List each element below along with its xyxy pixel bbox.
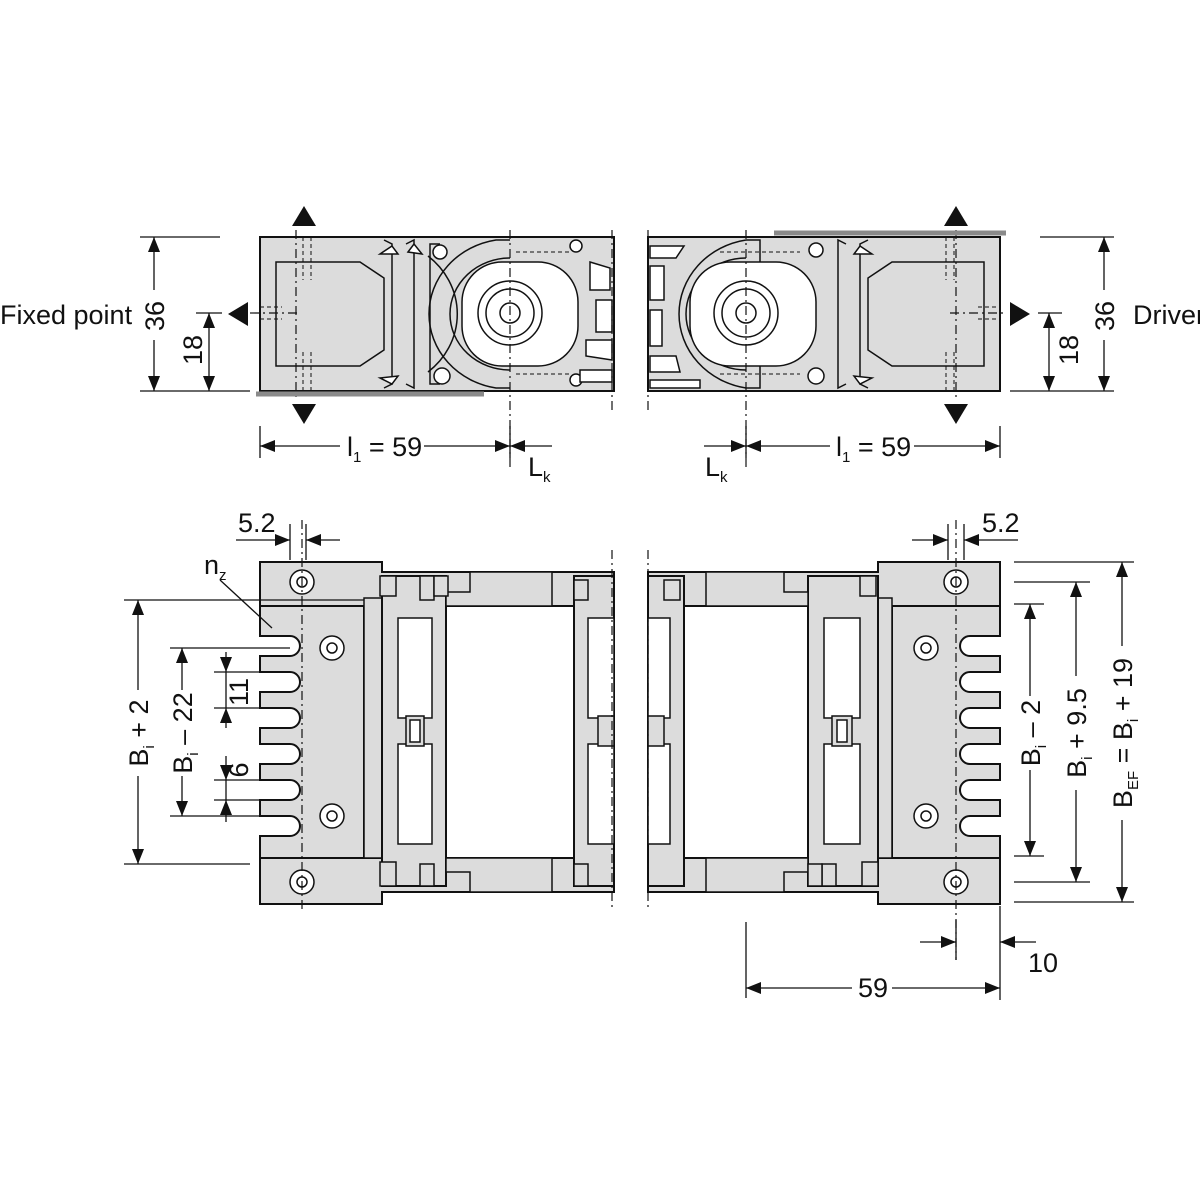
dim-5-2-left-label: 5.2 — [238, 508, 276, 538]
screw-hole-icon — [319, 803, 345, 829]
driver-bracket — [647, 230, 1006, 470]
left-height-dimensions — [140, 236, 250, 392]
pitch-dimension-right — [704, 426, 1001, 458]
dim-6 — [214, 756, 262, 822]
pitch-label-right: l1 = 59 — [836, 432, 911, 466]
driver-label: Driver — [1133, 300, 1200, 330]
height-18-left: 18 — [178, 335, 208, 365]
height-36-left: 36 — [140, 301, 170, 331]
fixed-point-bracket — [250, 230, 615, 470]
bi-plus-2-label: Bi + 2 — [124, 699, 158, 766]
dim-10 — [920, 906, 1036, 1000]
nz-label: nz — [204, 550, 227, 584]
left-comb-bracket — [259, 520, 615, 910]
dim-10-label: 10 — [1028, 948, 1058, 978]
screw-hole-icon — [319, 635, 345, 661]
dim-bi-minus-2 — [1014, 603, 1044, 857]
arrow-down-icon — [292, 404, 316, 424]
fixed-point-arrows — [228, 206, 316, 424]
right-comb-bracket — [647, 520, 1001, 960]
nz-leader — [219, 579, 273, 629]
lk-label-right: Lk — [705, 452, 728, 486]
top-view: 36 18 Fixed point 36 18 Driver — [0, 206, 1200, 486]
dim-5-2-right — [912, 524, 1018, 560]
dim-6-label: 6 — [224, 762, 254, 777]
fixed-point-label: Fixed point — [0, 300, 133, 330]
bi-minus-22-label: Bi – 22 — [168, 692, 202, 773]
pitch-dimension-left — [259, 426, 552, 458]
dim-bi-plus-2 — [124, 599, 364, 865]
pitch-label-left: l1 = 59 — [347, 432, 422, 466]
arrow-up-icon — [944, 206, 968, 226]
dim-5-2-left — [236, 524, 340, 560]
dim-5-2-right-label: 5.2 — [982, 508, 1020, 538]
arrow-left-icon — [228, 302, 248, 326]
dim-11-label: 11 — [224, 678, 254, 706]
bi-plus-9-5-label: Bi + 9.5 — [1062, 688, 1096, 778]
dim-bi-minus-22 — [170, 647, 290, 817]
dim-59-label: 59 — [858, 973, 888, 1003]
arrow-right-icon — [1010, 302, 1030, 326]
dim-59 — [745, 922, 1000, 998]
dim-11 — [214, 652, 262, 728]
screw-hole-icon — [913, 635, 939, 661]
dim-bi-plus-9-5 — [1014, 581, 1090, 883]
dim-bef — [1014, 561, 1134, 903]
right-height-dimensions — [1010, 236, 1114, 392]
bi-minus-2-label: Bi – 2 — [1016, 700, 1050, 766]
screw-hole-icon — [913, 803, 939, 829]
height-18-right: 18 — [1054, 335, 1084, 365]
height-36-right: 36 — [1090, 301, 1120, 331]
driver-arrows — [944, 206, 1030, 424]
bef-label: BEF = Bi + 19 — [1108, 658, 1142, 808]
lk-label-left: Lk — [528, 452, 551, 486]
arrow-up-icon — [292, 206, 316, 226]
arrow-down-icon — [944, 404, 968, 424]
bottom-view: 5.2 nz Bi + 2 Bi – 22 — [124, 508, 1142, 1003]
